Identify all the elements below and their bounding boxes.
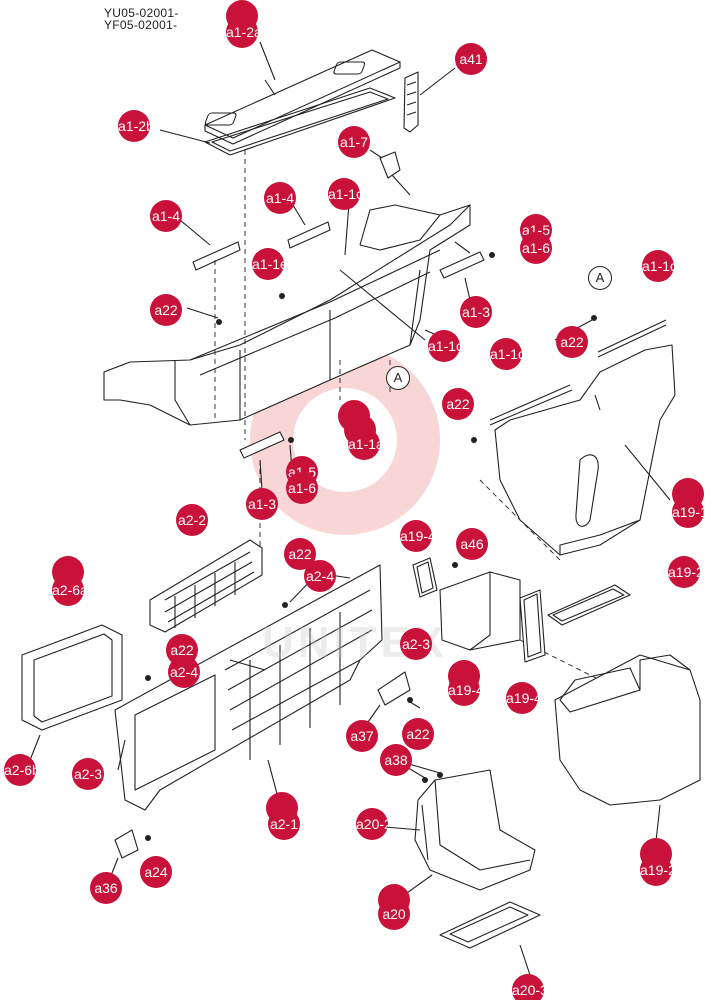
callout-a20[interactable]: a20 (378, 898, 410, 930)
callout-a1-1e[interactable]: a1-1e (252, 248, 288, 280)
callout-a24[interactable]: a24 (140, 856, 172, 888)
gasket-frame-right (547, 584, 631, 626)
callout-a36[interactable]: a36 (90, 872, 122, 904)
lower-duct (414, 769, 536, 891)
callout-a1-2b[interactable]: a1-2b (118, 110, 154, 142)
callout-a1-1d-right[interactable]: a1-1d (490, 338, 526, 370)
callout-a19-4-top[interactable]: a19-4 (400, 520, 436, 552)
callout-a38[interactable]: a38 (380, 744, 412, 776)
callout-a22-right[interactable]: a22 (556, 326, 588, 358)
callout-a1-6-left[interactable]: a1-6 (286, 472, 318, 504)
callout-a20-3[interactable]: a20-3 (512, 974, 548, 1000)
callout-a1-3-left[interactable]: a1-3 (246, 488, 278, 520)
handle-part (403, 71, 419, 133)
callout-a2-3-right[interactable]: a2-3 (400, 628, 432, 660)
callout-a1-2a[interactable]: a1-2a (226, 16, 262, 48)
callout-a2-4-lower[interactable]: a2-4 (168, 656, 200, 688)
top-cover-panel (204, 49, 401, 145)
gasket-frame (204, 87, 396, 156)
callout-a1-4-mid[interactable]: a1-4 (264, 182, 296, 214)
model-code-1: YU05-02001- (104, 6, 179, 20)
callout-a1-1a[interactable]: a1-1a (348, 428, 384, 460)
model-code-2: YF05-02001- (104, 18, 178, 32)
reference-marker-a-mid: A (386, 366, 410, 390)
gasket-left (412, 557, 438, 598)
callout-a19-2-right[interactable]: a19-2 (668, 556, 704, 588)
bottom-gasket (439, 901, 541, 949)
callout-a1-7[interactable]: a1-7 (338, 126, 370, 158)
callout-a41[interactable]: a41 (455, 43, 487, 75)
reference-marker-a-top: A (588, 266, 612, 290)
main-console-body (103, 204, 471, 426)
large-duct (554, 654, 701, 851)
clip-left (192, 241, 241, 271)
callout-a22-lower[interactable]: a22 (284, 538, 316, 570)
rear-panel (114, 564, 383, 811)
filter-frame (21, 624, 123, 761)
callout-a19-1[interactable]: a19-1 (672, 496, 708, 528)
right-duct-housing (494, 344, 676, 556)
callout-a1-1d[interactable]: a1-1d (642, 250, 678, 282)
callout-a19-4-right[interactable]: a19-4 (506, 682, 542, 714)
callout-a19-4-mid[interactable]: a19-4 (448, 674, 484, 706)
callout-a46[interactable]: a46 (456, 528, 488, 560)
callout-a2-6a[interactable]: a2-6a (52, 574, 88, 606)
upper-grille-panel (149, 539, 263, 633)
callout-a22-left[interactable]: a22 (150, 294, 182, 326)
duct-adapter (439, 571, 521, 651)
callout-a22-a37[interactable]: a22 (402, 718, 434, 750)
callout-a20-2[interactable]: a20-2 (356, 808, 392, 840)
callout-a2-2[interactable]: a2-2 (176, 504, 208, 536)
callout-a2-3-left[interactable]: a2-3 (72, 758, 104, 790)
callout-a19-2-lower[interactable]: a19-2 (640, 854, 676, 886)
clip-mid (287, 221, 331, 249)
callout-a37[interactable]: a37 (346, 720, 378, 752)
callout-a2-1[interactable]: a2-1 (268, 808, 300, 840)
callout-a2-4-upper[interactable]: a2-4 (304, 560, 336, 592)
callout-a22-mid[interactable]: a22 (442, 388, 474, 420)
callout-a1-3-right[interactable]: a1-3 (460, 296, 492, 328)
callout-a2-6b[interactable]: a2-6b (4, 754, 40, 786)
gasket-right (519, 589, 546, 663)
callout-a1-1c-mid[interactable]: a1-1c (428, 330, 463, 362)
callout-a1-4-left[interactable]: a1-4 (150, 200, 182, 232)
callout-a1-1c-top[interactable]: a1-1c (328, 178, 363, 210)
callout-a1-6-right[interactable]: a1-6 (520, 232, 552, 264)
